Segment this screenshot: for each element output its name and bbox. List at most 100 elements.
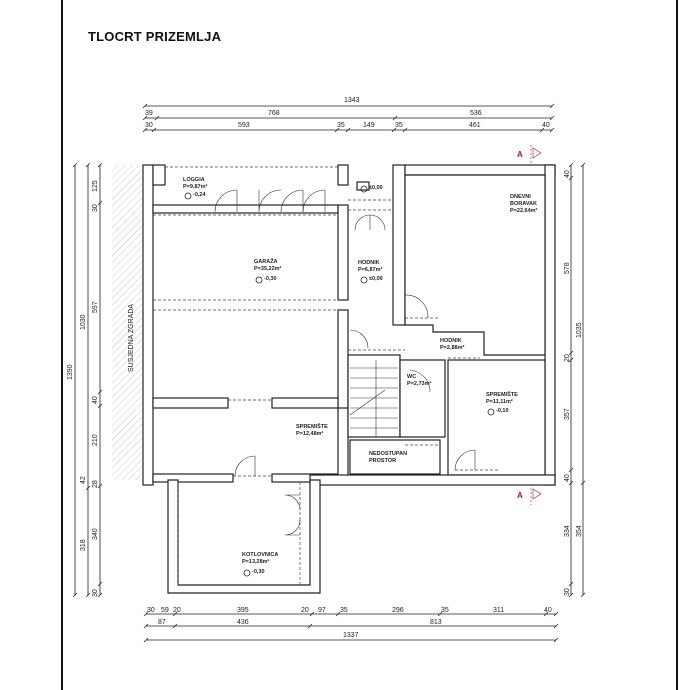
dim-top: 149: [363, 122, 375, 129]
svg-text:KOTLOVNICA: KOTLOVNICA: [242, 552, 278, 558]
dim-bottom: 59: [161, 607, 169, 614]
door-swings: [214, 189, 476, 536]
room-loggia: LOGGIA P=9,87m² -0,24: [183, 177, 207, 200]
svg-text:LOGGIA: LOGGIA: [183, 177, 205, 183]
top-dimensions: 1343 39 768 536 30 593 35 149 35 461 40: [142, 97, 555, 133]
svg-text:A: A: [517, 150, 523, 159]
level-marker-icon: [360, 276, 368, 284]
dim-left: 42: [80, 476, 87, 484]
svg-text:-0,30: -0,30: [252, 569, 265, 575]
dim-bottom: 813: [430, 619, 442, 626]
dim-right: 1035: [576, 322, 583, 338]
dim-right: 357: [564, 408, 571, 420]
staircase: [349, 360, 398, 437]
dim-bottom-total: 1337: [343, 632, 359, 639]
level-marker-icon: [255, 276, 263, 284]
dashed-lines: [153, 166, 500, 585]
svg-text:DNEVNI: DNEVNI: [510, 194, 531, 200]
svg-text:-0,30: -0,30: [264, 276, 277, 282]
svg-text:SPREMIŠTE: SPREMIŠTE: [296, 422, 328, 430]
room-nedostupan-prostor: NEDOSTUPAN PROSTOR: [369, 451, 407, 464]
level-marker-icon: [360, 185, 368, 193]
room-spremiste-2: SPREMIŠTE P=11,11m² -0,10: [486, 390, 518, 416]
svg-text:BORAVAK: BORAVAK: [510, 201, 537, 207]
dim-left: 28: [92, 480, 99, 488]
dim-bottom: 20: [173, 607, 181, 614]
svg-text:P=35,22m²: P=35,22m²: [254, 265, 282, 272]
svg-text:±0,00: ±0,00: [369, 276, 383, 282]
door-icon: [214, 189, 238, 213]
dim-left: 340: [92, 528, 99, 540]
dim-top: 30: [145, 122, 153, 129]
dim-bottom: 436: [237, 619, 249, 626]
dim-bottom: 20: [301, 607, 309, 614]
dim-top: 40: [542, 122, 550, 129]
dim-right: 354: [576, 525, 583, 537]
dim-left: 210: [92, 434, 99, 446]
dim-left: 1030: [80, 314, 87, 330]
dim-right: 334: [564, 525, 571, 537]
dim-left: 30: [92, 204, 99, 212]
room-hodnik: HODNIK P=6,87m² ±0,00: [358, 260, 383, 284]
neighbor-building-hatch: [112, 165, 142, 480]
level-marker-icon: [243, 569, 251, 577]
svg-text:P=2,73m²: P=2,73m²: [407, 380, 431, 387]
page-edge-left: [61, 0, 63, 690]
dim-top: 593: [238, 122, 250, 129]
dim-bottom: 35: [340, 607, 348, 614]
svg-text:A: A: [517, 491, 523, 500]
drawing-title: TLOCRT PRIZEMLJA: [88, 29, 222, 44]
dim-top-total: 1343: [344, 97, 360, 104]
svg-text:SPREMIŠTE: SPREMIŠTE: [486, 390, 518, 398]
dim-left: 597: [92, 301, 99, 313]
dim-left: 318: [80, 539, 87, 551]
dim-bottom: 311: [493, 607, 504, 614]
dim-bottom: 87: [158, 619, 166, 626]
neighbor-label: SUSJEDNA ZGRADA: [128, 304, 135, 372]
svg-text:NEDOSTUPAN: NEDOSTUPAN: [369, 451, 407, 457]
svg-text:±0,00: ±0,00: [369, 185, 383, 191]
room-wc: WC P=2,73m²: [407, 374, 431, 387]
left-dimensions: 1390 1030 42 318 125 30 597 40 210 28 34…: [67, 162, 103, 598]
dim-top: 768: [268, 110, 280, 117]
room-dnevni-boravak: DNEVNI BORAVAK P=22,64m²: [510, 194, 538, 214]
dim-left-total: 1390: [67, 364, 74, 380]
room-kotlovnica: KOTLOVNICA P=13,28m² -0,30: [242, 552, 278, 577]
svg-text:P=13,28m²: P=13,28m²: [242, 558, 270, 565]
entry-level: ±0,00: [360, 185, 383, 193]
room-garaza: GARAŽA P=35,22m² -0,30: [254, 257, 282, 284]
svg-text:P=11,11m²: P=11,11m²: [486, 398, 513, 405]
dim-right: 40: [564, 474, 571, 482]
svg-text:HODNIK: HODNIK: [440, 338, 462, 344]
dim-right: 40: [564, 170, 571, 178]
dim-right: 20: [564, 354, 571, 362]
svg-text:P=2,88m²: P=2,88m²: [440, 344, 464, 351]
svg-text:-0,10: -0,10: [496, 408, 509, 414]
dim-bottom: 35: [441, 607, 449, 614]
room-spremiste: SPREMIŠTE P=12,48m²: [296, 422, 328, 437]
svg-text:P=9,87m²: P=9,87m²: [183, 183, 207, 190]
dim-right: 578: [564, 262, 571, 274]
dim-top: 461: [469, 122, 481, 129]
dim-right: 30: [564, 588, 571, 596]
svg-text:-0,24: -0,24: [193, 192, 206, 198]
level-marker-icon: [184, 192, 192, 200]
svg-text:HODNIK: HODNIK: [358, 260, 380, 266]
dim-left: 125: [92, 180, 99, 192]
svg-text:PROSTOR: PROSTOR: [369, 458, 396, 464]
right-dimensions: 40 578 20 357 40 334 30 1035 354: [564, 162, 586, 598]
dim-bottom: 40: [544, 607, 552, 614]
dim-left: 40: [92, 396, 99, 404]
dim-bottom: 395: [237, 607, 249, 614]
dim-left: 30: [92, 589, 99, 597]
room-hodnik-2: HODNIK P=2,88m²: [440, 338, 464, 351]
page-edge-right: [676, 0, 678, 690]
dim-top: 39: [145, 110, 153, 117]
dim-top: 536: [470, 110, 482, 117]
svg-text:GARAŽA: GARAŽA: [254, 257, 278, 265]
dim-top: 35: [337, 122, 345, 129]
dim-bottom: 97: [318, 607, 326, 614]
dim-top: 35: [395, 122, 403, 129]
level-marker-icon: [487, 408, 495, 416]
